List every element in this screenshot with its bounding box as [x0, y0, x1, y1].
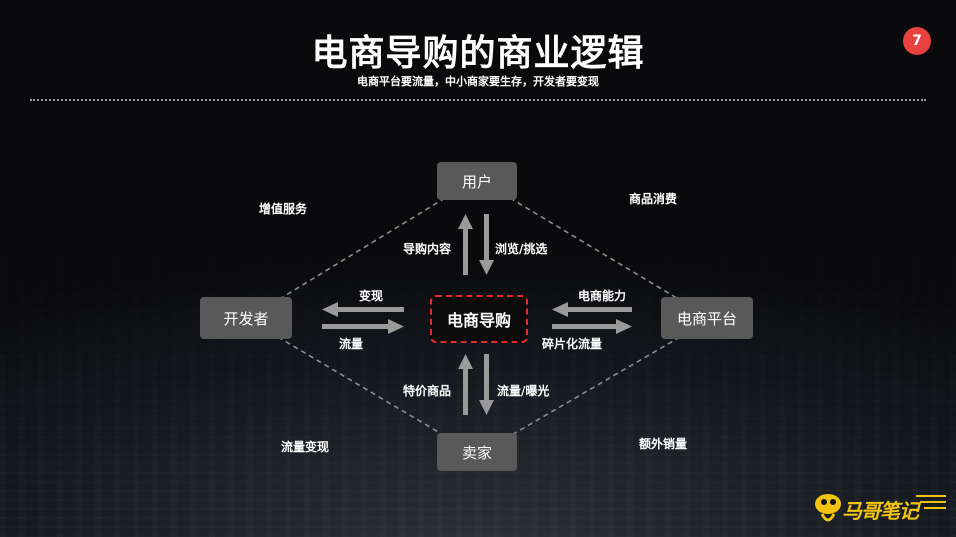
arrow-down-user-head — [479, 260, 494, 275]
label-guide-content: 导购内容 — [403, 242, 452, 256]
arrow-left-developer-head — [322, 302, 338, 317]
node-user: 用户 — [437, 162, 517, 200]
label-traffic-left: 流量 — [339, 337, 364, 351]
page-subtitle: 电商平台要流量，中小商家要生存，开发者要变现 — [357, 75, 599, 88]
brand-logo-text: 马哥笔记 — [842, 499, 919, 523]
arrow-left-platform-shaft — [566, 307, 632, 312]
label-monetize: 变现 — [359, 289, 384, 303]
label-special-price-goods: 特价商品 — [403, 384, 452, 398]
label-product-consumption: 商品消费 — [629, 192, 678, 206]
brand-logo-icon — [815, 494, 946, 522]
page-title: 电商导购的商业逻辑 — [311, 33, 645, 74]
node-seller: 卖家 — [437, 433, 517, 471]
node-ecommerce-platform: 电商平台 — [661, 297, 753, 339]
label-ecommerce-capability: 电商能力 — [578, 289, 627, 303]
arrow-right-platform-shaft — [552, 324, 618, 329]
node-center-ecommerce-guide: 电商导购 — [430, 295, 528, 343]
arrow-up-user-head — [458, 214, 473, 229]
edge-user-developer — [277, 197, 446, 301]
arrow-up-seller-shaft — [463, 367, 468, 415]
arrow-down-user-shaft — [484, 214, 489, 262]
label-traffic-exposure: 流量/曝光 — [497, 384, 550, 398]
arrow-up-user-shaft — [463, 227, 468, 275]
arrow-left-platform-head — [552, 302, 568, 317]
label-fragmented-traffic: 碎片化流量 — [542, 337, 603, 351]
arrow-right-developer-head — [388, 319, 404, 334]
edge-user-platform — [509, 197, 681, 301]
label-traffic-monetization: 流量变现 — [281, 440, 330, 454]
edge-platform-seller — [509, 336, 681, 437]
label-extra-sales: 额外销量 — [639, 437, 688, 451]
page-number-badge: 7 — [903, 27, 931, 55]
arrow-up-seller-head — [458, 354, 473, 369]
arrow-right-developer-shaft — [322, 324, 390, 329]
label-value-added-services: 增值服务 — [259, 202, 308, 216]
dotted-divider — [30, 99, 926, 101]
arrow-right-platform-head — [616, 319, 632, 334]
arrow-down-seller-shaft — [484, 354, 489, 402]
node-developer: 开发者 — [200, 297, 292, 339]
label-browse-select: 浏览/挑选 — [495, 242, 548, 256]
arrow-down-seller-head — [479, 400, 494, 415]
arrow-left-developer-shaft — [336, 307, 404, 312]
